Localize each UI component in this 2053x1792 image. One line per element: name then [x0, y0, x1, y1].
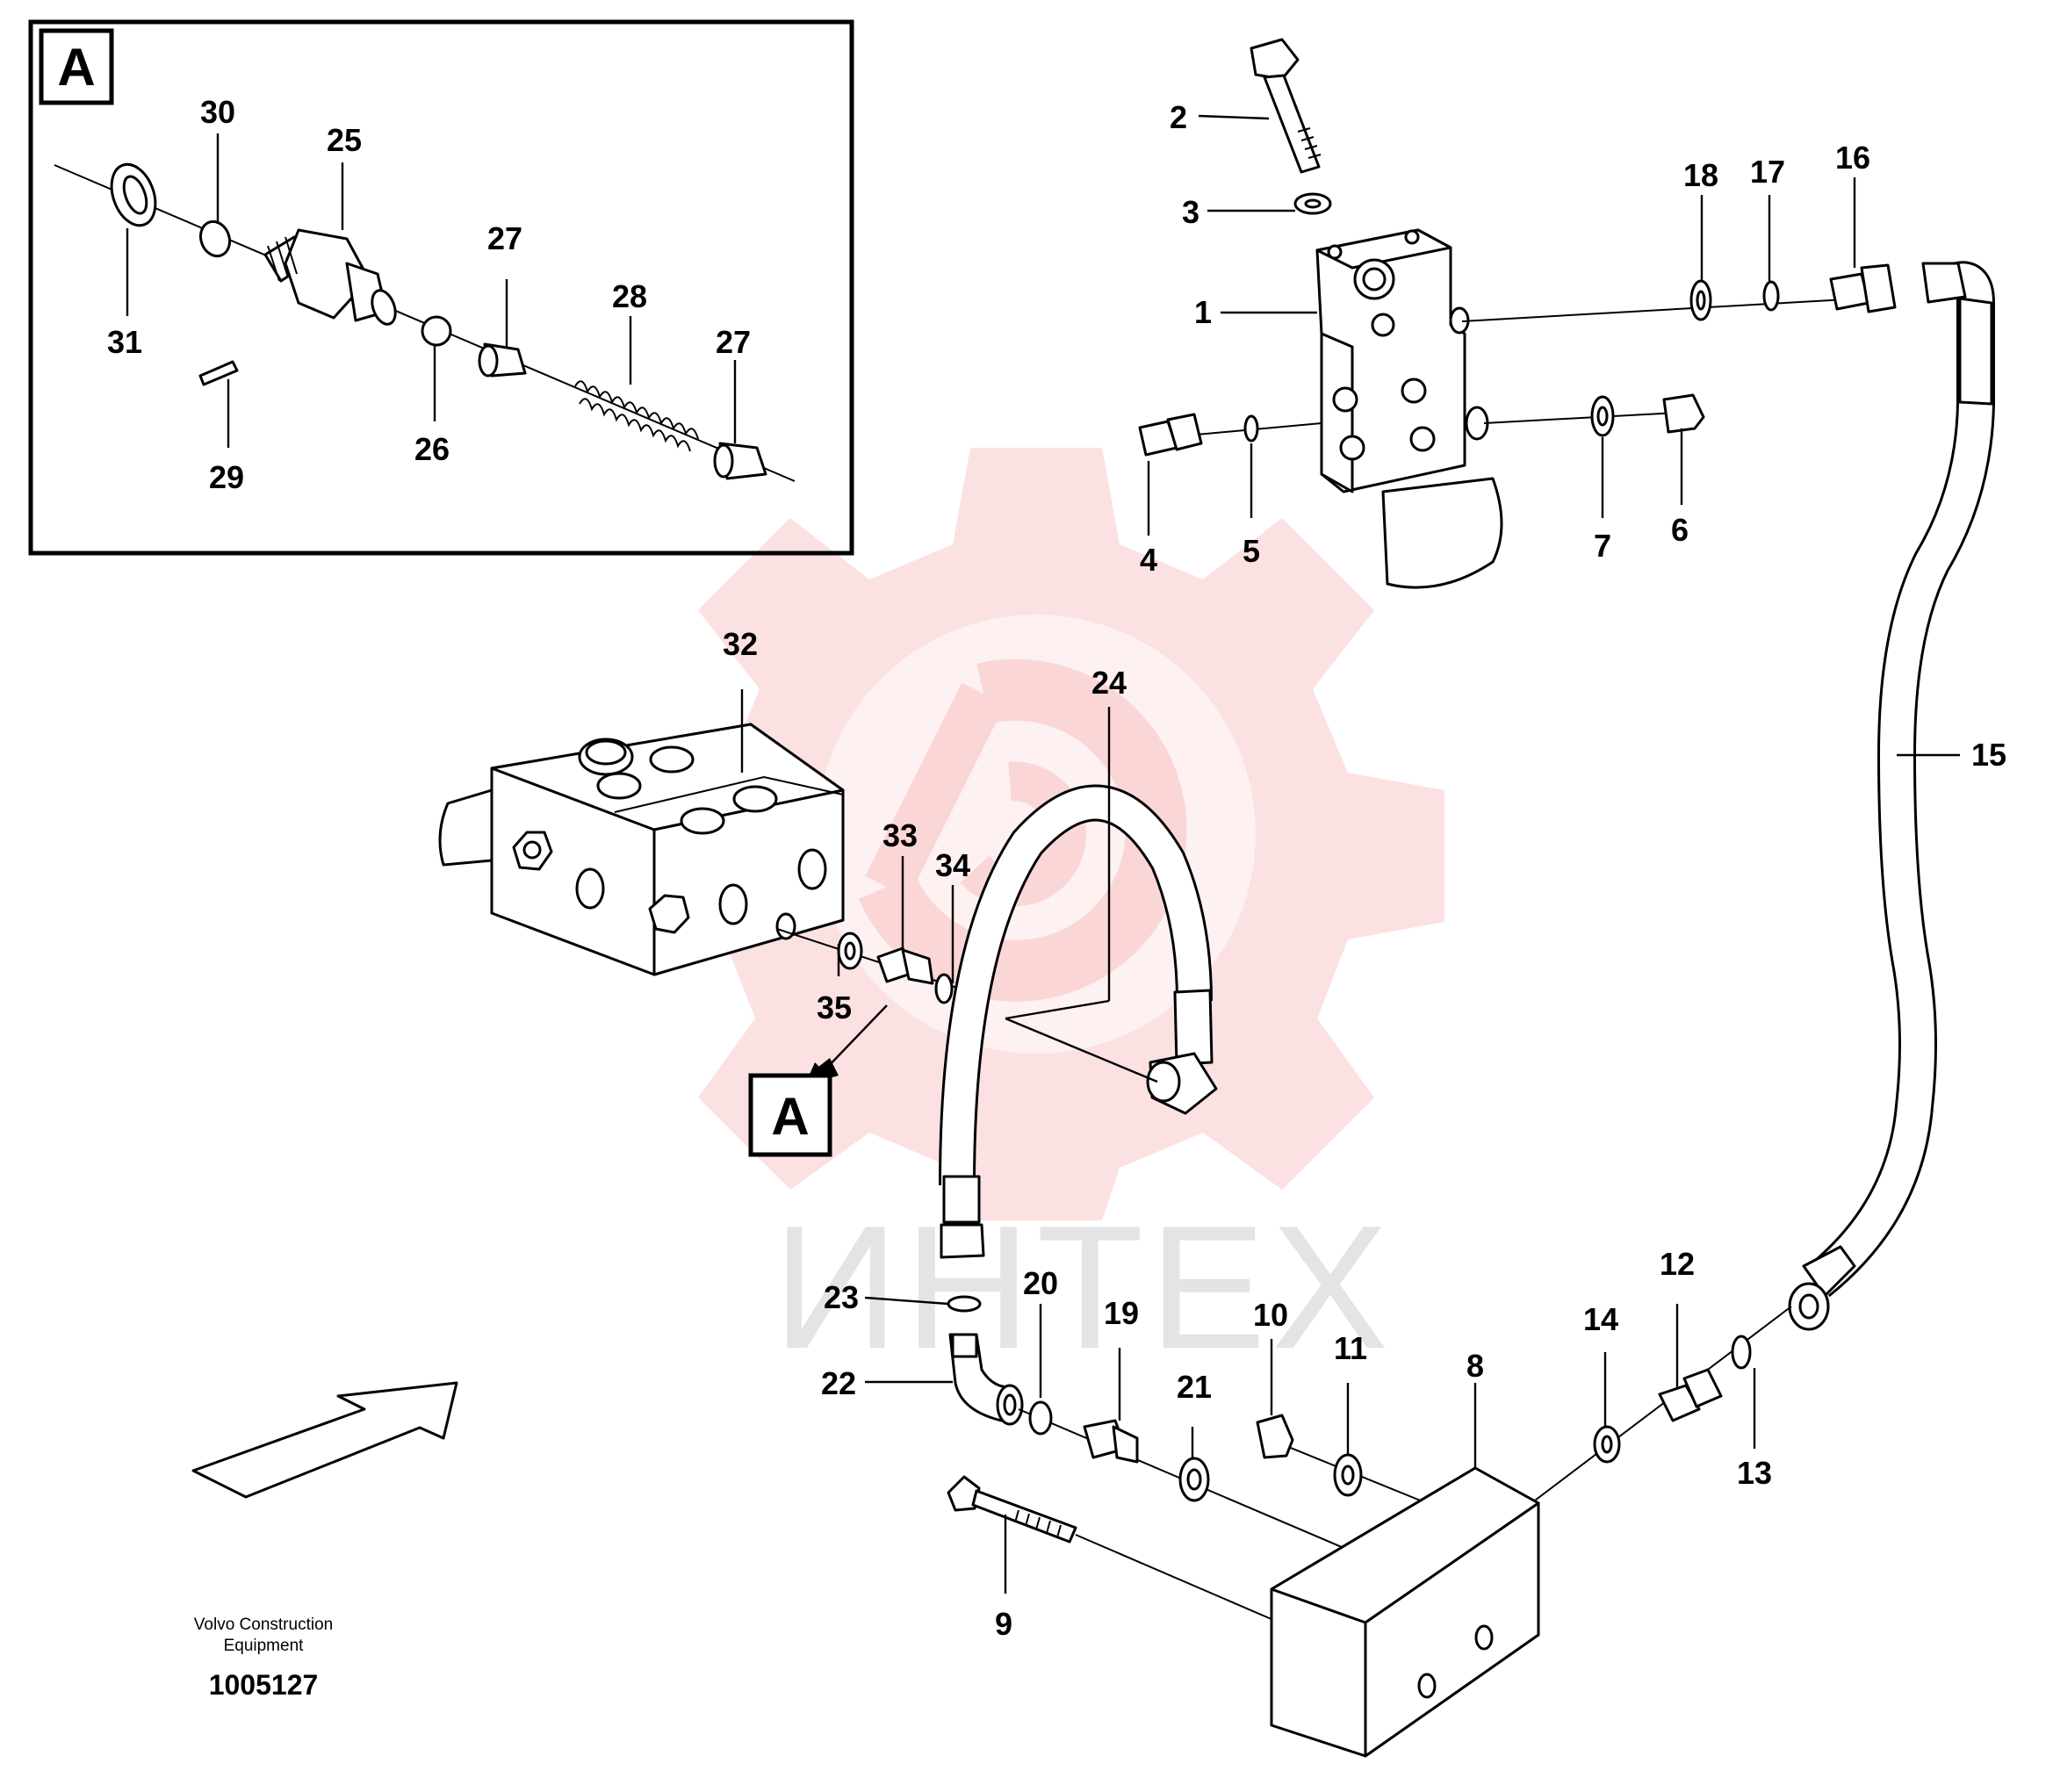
- fitting-33: [876, 946, 934, 985]
- callout-a: A: [748, 1004, 888, 1157]
- bolt-9: [947, 1475, 1274, 1621]
- part-label-22: 22: [821, 1365, 856, 1401]
- part-label-7: 7: [1594, 528, 1611, 564]
- part-label-5: 5: [1243, 533, 1260, 569]
- company-line-2: Equipment: [224, 1637, 305, 1655]
- detail-view-a: A: [28, 19, 854, 556]
- part-label-18: 18: [1683, 157, 1718, 193]
- part-label-11: 11: [1334, 1330, 1367, 1366]
- watermark-text: ИНТЕХ: [773, 1190, 1394, 1385]
- part-label-19: 19: [1104, 1295, 1139, 1331]
- part-label-24: 24: [1091, 665, 1127, 701]
- company-line-1: Volvo Construction: [194, 1616, 333, 1634]
- part-label-3: 3: [1182, 194, 1199, 230]
- part-label-9: 9: [995, 1606, 1012, 1642]
- part-label-15: 15: [1971, 737, 2006, 773]
- part-label-2: 2: [1170, 99, 1187, 135]
- direction-arrow: [191, 1381, 458, 1499]
- part-label-21: 21: [1177, 1369, 1212, 1405]
- callout-box-letter: A: [771, 1087, 809, 1146]
- part-label-35: 35: [817, 990, 852, 1026]
- block-8: [1270, 1466, 1540, 1758]
- part-label-13: 13: [1737, 1455, 1772, 1491]
- plug-10: [1256, 1414, 1294, 1459]
- part-label-20: 20: [1023, 1265, 1058, 1301]
- hose-15: [1788, 261, 1995, 1331]
- part-label-28: 28: [612, 278, 647, 314]
- part-label-25: 25: [327, 122, 362, 158]
- leader-lines: [126, 114, 1960, 1594]
- part-label-32: 32: [723, 626, 758, 662]
- plug-6: [1662, 393, 1705, 434]
- valve-1: [1315, 228, 1503, 589]
- part-label-1: 1: [1194, 294, 1212, 330]
- fitting-4: [1138, 413, 1203, 457]
- fitting-25: [263, 228, 397, 326]
- part-label-14: 14: [1583, 1301, 1618, 1337]
- fitting-16: [1829, 263, 1897, 313]
- detail-box-letter-frame: [39, 28, 114, 105]
- spring-28: [574, 380, 699, 452]
- detail-box-letter: A: [57, 38, 95, 97]
- hose-24: [939, 784, 1218, 1259]
- part-label-4: 4: [1140, 542, 1157, 578]
- bolt-2: [1250, 38, 1322, 174]
- part-label-34: 34: [935, 847, 970, 883]
- part-label-8: 8: [1466, 1348, 1484, 1384]
- part-label-31: 31: [107, 324, 142, 360]
- part-label-10: 10: [1253, 1297, 1288, 1333]
- part-label-6: 6: [1671, 512, 1689, 548]
- fitting-12: [1658, 1368, 1723, 1422]
- part-label-27-lower: 27: [716, 324, 751, 360]
- part-label-26: 26: [414, 431, 450, 467]
- part-labels: 1 2 3 4 5 6 7 8 9 10 11 12 13 14 15 16 1…: [107, 94, 2006, 1642]
- callout-box-frame: [748, 1073, 832, 1157]
- part-label-23: 23: [824, 1279, 859, 1315]
- part-label-17: 17: [1750, 154, 1785, 190]
- block-32: [438, 723, 845, 976]
- elbow-22: [948, 1333, 1024, 1426]
- part-label-33: 33: [882, 817, 918, 853]
- part-label-30: 30: [200, 94, 235, 130]
- footer: Volvo Construction Equipment 1005127: [194, 1616, 333, 1701]
- fitting-19: [1083, 1419, 1139, 1464]
- part-label-16: 16: [1835, 140, 1870, 176]
- part-label-29: 29: [209, 459, 244, 495]
- part-label-27-upper: 27: [487, 220, 522, 256]
- part-label-12: 12: [1660, 1246, 1695, 1282]
- drawing-number: 1005127: [209, 1669, 319, 1701]
